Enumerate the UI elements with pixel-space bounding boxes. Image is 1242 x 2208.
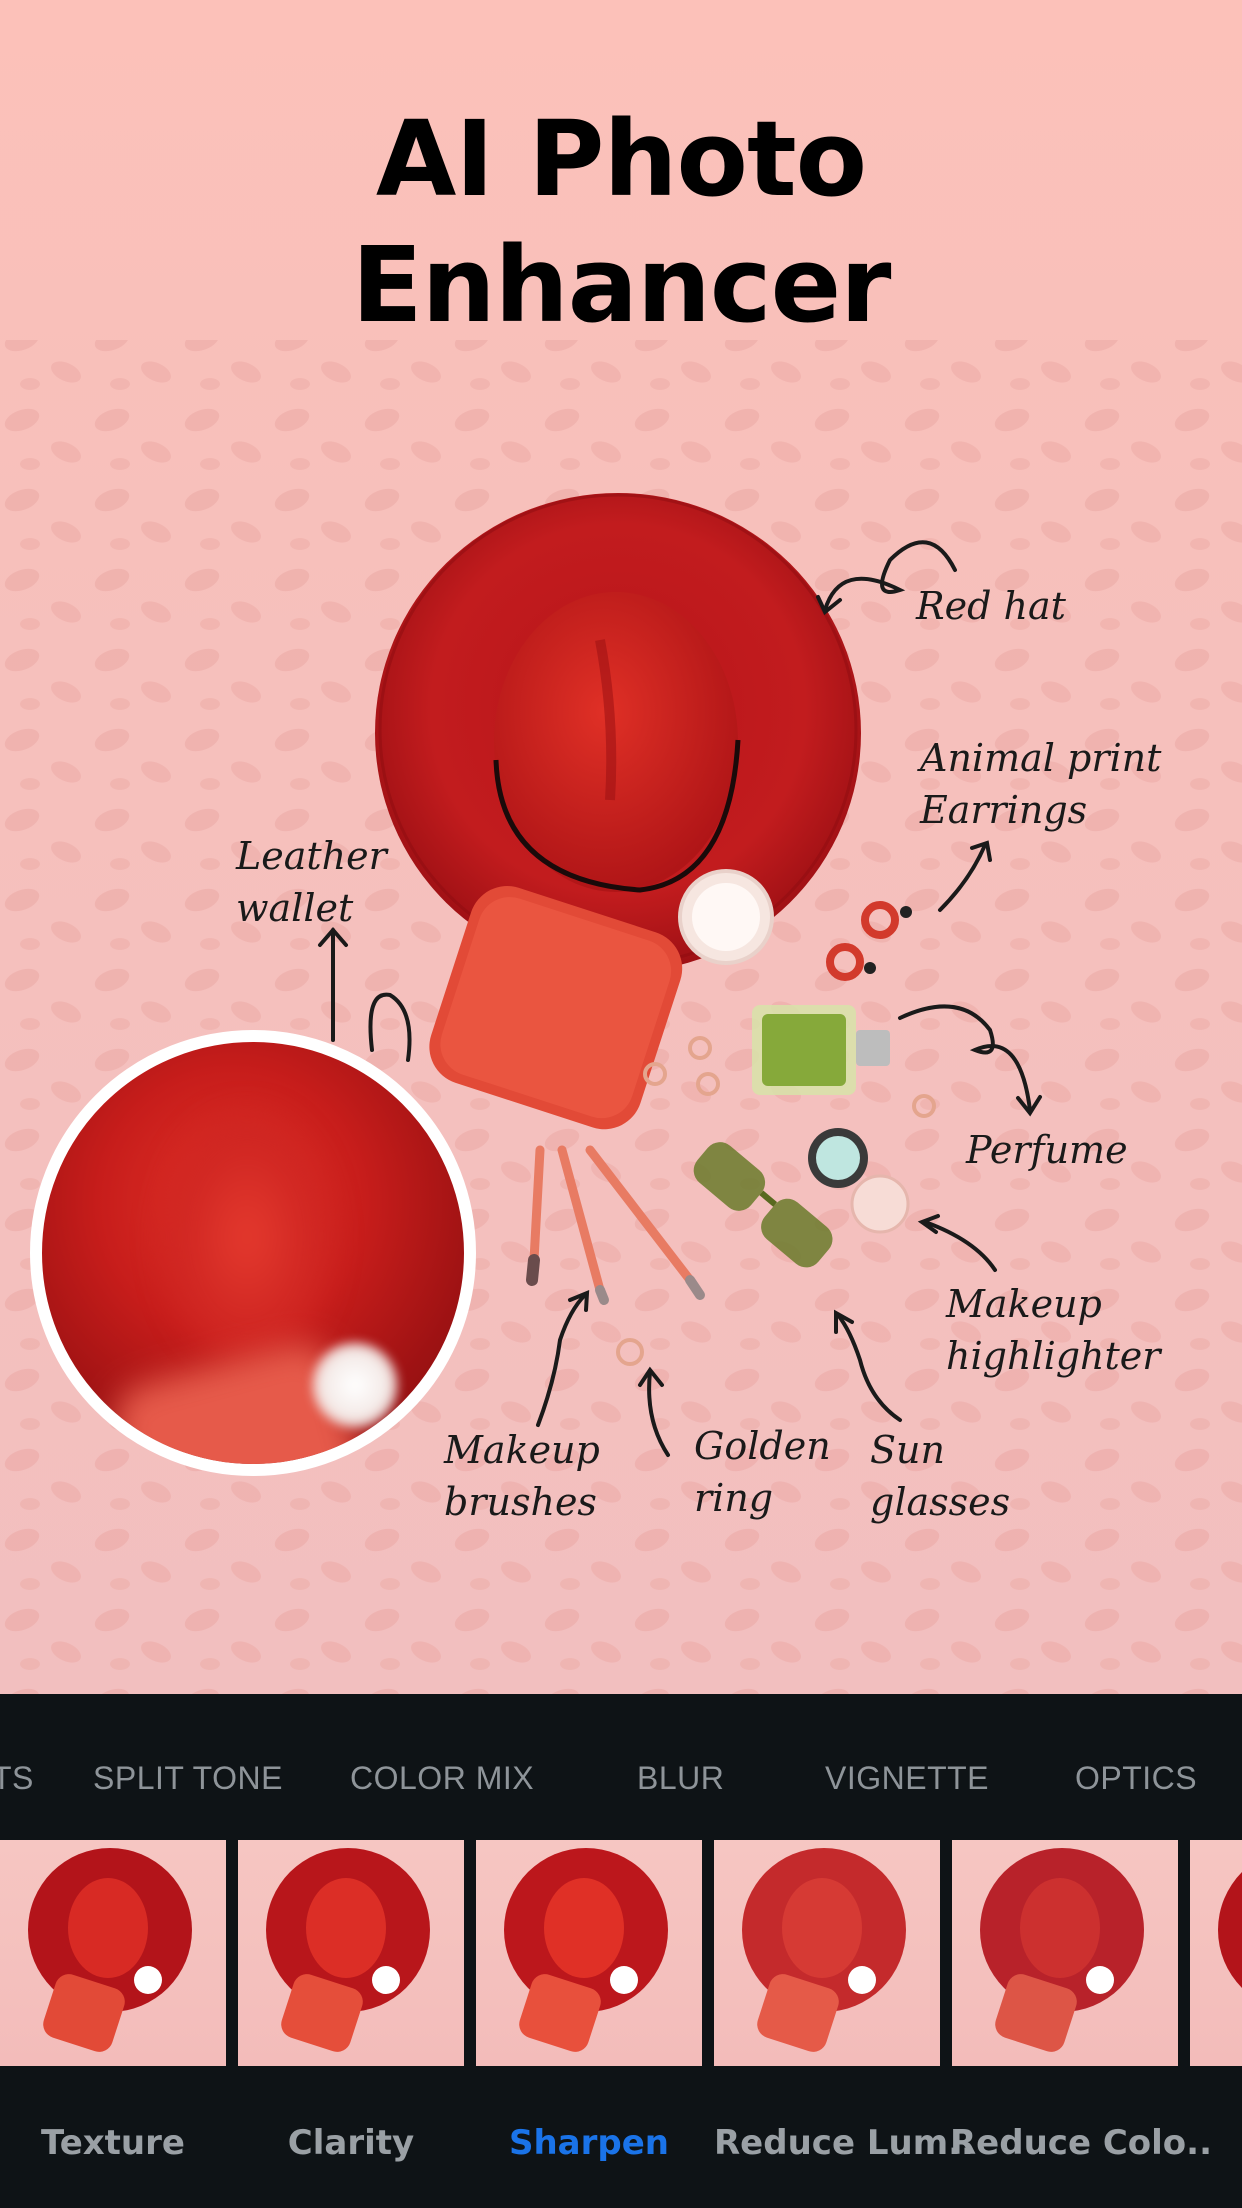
preset-clarity[interactable]: Clarity [287,2123,415,2163]
cream-jar [678,869,774,965]
label-wallet: Leather wallet [236,834,387,930]
title-line-2: Enhancer [351,224,892,346]
title-line-1: AI Photo [375,98,867,220]
tab-blur[interactable]: BLUR [637,1760,725,1796]
tab-color-mix[interactable]: COLOR MIX [350,1760,535,1796]
earrings [826,901,912,981]
preset-texture[interactable]: Texture [41,2123,185,2163]
tool-tabs: TS SPLIT TONE COLOR MIX BLUR VIGNETTE OP… [0,1694,1242,1840]
tab-vignette[interactable]: VIGNETTE [825,1760,990,1796]
golden-rings [616,1036,936,1366]
page-title: AI Photo Enhancer [0,96,1242,348]
zoom-hat-detail [162,1112,332,1362]
label-perfume: Perfume [966,1128,1128,1172]
preset-reduce-luminance[interactable]: Reduce Lum.. [714,2123,974,2163]
label-red-hat: Red hat [916,584,1066,628]
tab-effects[interactable]: TS [0,1760,34,1796]
leather-wallet [429,886,683,1130]
preset-thumb-sharpen[interactable] [476,1840,702,2066]
preset-reduce-color[interactable]: Reduce Colo.. [950,2123,1212,2163]
label-earrings: Animal print Earrings [920,736,1162,832]
label-highlighter: Makeup highlighter [946,1282,1161,1378]
makeup-highlighter [808,1128,910,1234]
perfume-bottle [752,1005,890,1095]
preset-thumb-next[interactable] [1190,1840,1242,2066]
preset-thumb-clarity[interactable] [238,1840,464,2066]
sunglasses [693,1142,833,1268]
label-brushes: Makeup brushes [444,1428,600,1524]
preset-thumbnails [0,1840,1242,2078]
preset-thumb-reduce-color[interactable] [952,1840,1178,2066]
zoom-cream-detail [312,1342,398,1428]
preset-thumb-texture[interactable] [0,1840,226,2066]
red-hat [375,493,861,973]
label-sunglasses: Sun glasses [870,1428,1011,1524]
preset-sharpen[interactable]: Sharpen [508,2123,669,2163]
tab-split-tone[interactable]: SPLIT TONE [93,1760,283,1796]
hero-image: AI Photo Enhancer Red hat Animal print E… [0,0,1242,1694]
label-ring: Golden ring [694,1424,831,1520]
preset-thumb-reduce-luminance[interactable] [714,1840,940,2066]
edit-panel: TS SPLIT TONE COLOR MIX BLUR VIGNETTE OP… [0,1694,1242,2208]
zoom-lens-icon[interactable] [30,1030,476,1476]
makeup-brushes [526,1145,705,1305]
preset-labels: Texture Clarity Sharpen Reduce Lum.. Red… [0,2078,1242,2208]
tab-optics[interactable]: OPTICS [1075,1760,1198,1796]
annotation-arrows [318,540,1042,1457]
